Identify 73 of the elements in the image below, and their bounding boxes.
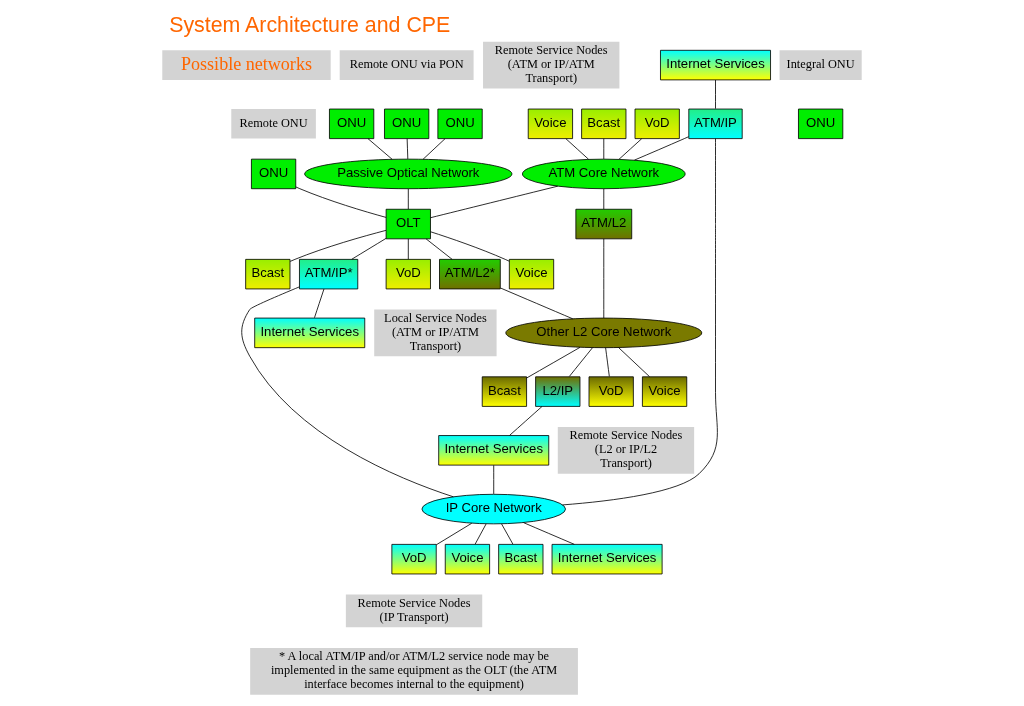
node-box: ATM/L2* [439, 258, 501, 290]
label: * A local ATM/IP and/or ATM/L2 service node may be implemented in the same equipment as the OLT (the ATM interface becomes internal to the equipment) [270, 649, 558, 692]
label: Possible networks [181, 53, 312, 74]
label: Local Service Nodes (ATM or IP/ATM Transport) [384, 310, 487, 353]
label: Integral ONU [786, 56, 855, 71]
connector [526, 346, 581, 379]
node-box: ATM/IP* [299, 258, 359, 290]
connector [241, 286, 454, 498]
node-box: ONU [384, 108, 430, 139]
node-box: VoD [634, 108, 680, 139]
connector [351, 237, 387, 260]
node-box: ONU [329, 108, 375, 139]
connector [406, 138, 409, 160]
connector [501, 523, 514, 545]
node-box: Voice [642, 376, 688, 407]
connector [295, 186, 387, 218]
node-box: VoD [385, 258, 431, 290]
connector [314, 288, 325, 319]
node-box: Bcast [245, 258, 291, 290]
node-box: VoD [588, 376, 634, 407]
connector [289, 230, 387, 262]
connector [634, 136, 689, 161]
node-box: Bcast [498, 544, 544, 575]
node-ellipse: ATM Core Network [522, 158, 686, 190]
label: Remote Service Nodes (L2 or IP/L2 Transport) [569, 428, 683, 471]
connector [603, 238, 605, 319]
label: Remote Service Nodes (IP Transport) [357, 595, 471, 624]
connector [422, 138, 446, 160]
connector [603, 188, 605, 210]
connector [500, 287, 574, 320]
connector [407, 238, 409, 260]
label: Remote ONU [239, 115, 308, 130]
connector [605, 347, 610, 377]
node-box: ONU [798, 108, 844, 139]
node-box: Voice [444, 544, 491, 575]
connector [509, 406, 543, 436]
node-box: OLT [385, 208, 431, 240]
node-box: Bcast [581, 108, 627, 139]
node-ellipse: Other L2 Core Network [505, 317, 703, 349]
connector [367, 138, 393, 160]
connector [603, 138, 605, 160]
node-box: Voice [508, 258, 555, 290]
connector [618, 138, 643, 160]
connector [430, 231, 510, 262]
node-box: ONU [251, 158, 297, 190]
connector [425, 238, 453, 260]
connector [568, 347, 593, 377]
node-box: ONU [437, 108, 483, 139]
connector [523, 522, 575, 545]
connector [565, 138, 589, 160]
node-box: Voice [527, 108, 573, 139]
node-box: VoD [391, 544, 437, 575]
label: Remote ONU via PON [349, 56, 464, 71]
connector [715, 79, 716, 110]
connector [407, 188, 409, 210]
node-box: ATM/L2 [575, 208, 633, 240]
connector [474, 523, 487, 545]
connector [562, 138, 718, 506]
node-box: Bcast [481, 376, 527, 407]
node-box: ATM/IP [688, 108, 743, 139]
connector [493, 464, 495, 495]
node-box: Internet Services [438, 435, 550, 466]
connector [618, 347, 650, 378]
node-box: Internet Services [254, 317, 366, 349]
connector [430, 185, 559, 219]
node-box: L2/IP [535, 376, 581, 407]
node-ellipse: IP Core Network [421, 493, 566, 525]
connector [435, 522, 473, 546]
label: Remote Service Nodes (ATM or IP/ATM Transport) [494, 43, 608, 85]
diagram-title: System Architecture and CPE [169, 12, 451, 37]
node-box: Internet Services [551, 544, 663, 575]
node-ellipse: Passive Optical Network [304, 158, 513, 190]
node-box: Internet Services [660, 49, 771, 81]
